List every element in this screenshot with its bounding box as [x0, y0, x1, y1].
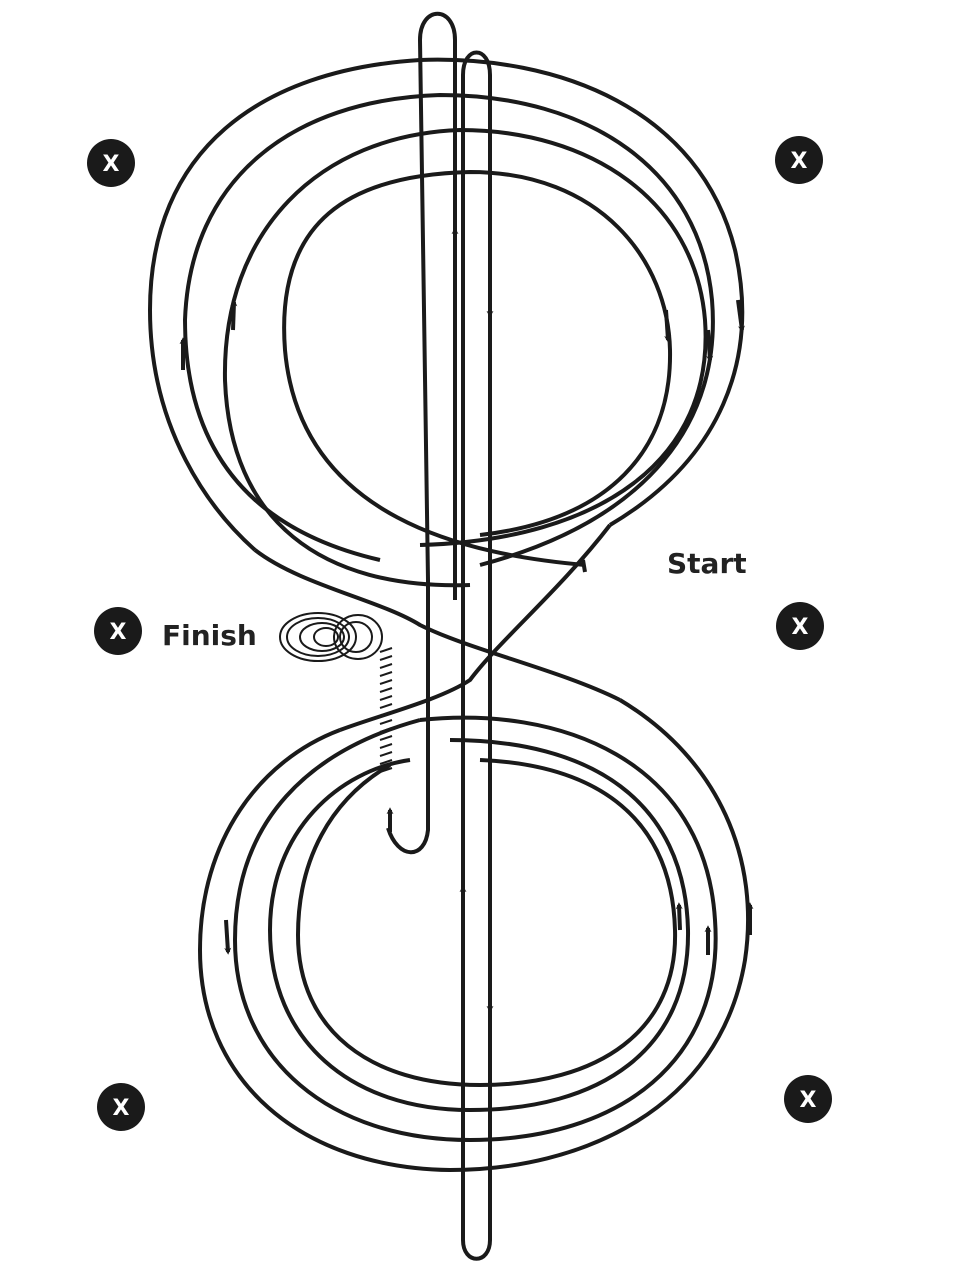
arrow-lower-left — [224, 919, 232, 955]
upper-loop-outer — [147, 57, 745, 552]
marker-bottom-right: X — [784, 1075, 832, 1123]
marker-middle-left-text: X — [110, 620, 127, 645]
crossover-line-a — [253, 548, 621, 702]
marker-middle-right: X — [776, 602, 824, 650]
arrow-upper-right-3 — [664, 309, 672, 343]
arrow-upper-right-2 — [706, 329, 714, 363]
vertical-hairpin-center — [461, 50, 492, 1261]
lower-loop-inner — [295, 758, 678, 1088]
arrow-upper-left-2 — [230, 299, 238, 331]
vertical-hairpin-left — [386, 11, 457, 855]
upper-loop-3 — [222, 127, 708, 588]
arrow-upper-right-1 — [736, 299, 745, 333]
start-label: Start — [667, 547, 747, 580]
arrow-lower-right-1 — [675, 902, 683, 931]
marker-top-right-text: X — [791, 149, 808, 174]
lower-loop-3 — [267, 738, 691, 1113]
marker-bottom-left: X — [97, 1083, 145, 1131]
finish-hatch-marks — [379, 647, 393, 773]
upper-loop-2 — [182, 92, 715, 567]
start-tick — [581, 559, 587, 573]
marker-bottom-left-text: X — [113, 1096, 130, 1121]
lower-loop-outer — [197, 698, 750, 1173]
marker-middle-right-text: X — [792, 615, 809, 640]
finish-spiral-icon — [279, 612, 383, 662]
marker-top-left: X — [87, 139, 135, 187]
marker-top-right: X — [775, 136, 823, 184]
marker-middle-left: X — [94, 607, 142, 655]
upper-loop-inner — [282, 169, 673, 567]
lower-loop-2 — [232, 715, 718, 1143]
finish-label: Finish — [162, 619, 257, 652]
marker-top-left-text: X — [103, 152, 120, 177]
marker-bottom-right-text: X — [800, 1088, 817, 1113]
